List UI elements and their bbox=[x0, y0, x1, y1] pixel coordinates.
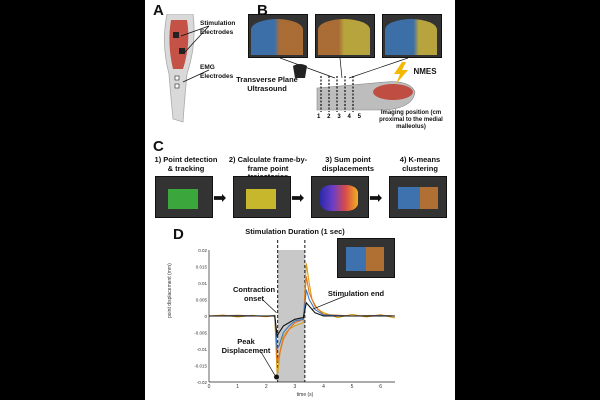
position-5: 5 bbox=[357, 114, 361, 120]
x-tick-label: 0 bbox=[208, 384, 211, 390]
peak-displacement-label: Peak Displacement bbox=[221, 337, 271, 355]
y-tick-label: -0.02 bbox=[197, 380, 208, 385]
displacement-plot: 0 1 2 3 4 5 6 0.02 0.015 0.01 0.005 0 -0.005 -0.01 -0.… bbox=[194, 240, 396, 390]
position-numbers: 1 2 3 4 5 bbox=[317, 114, 361, 120]
y-tick-label: -0.005 bbox=[194, 330, 207, 335]
b-connector-lines bbox=[280, 57, 409, 79]
stim-duration-label: Stimulation Duration (1 sec) bbox=[245, 227, 345, 236]
panel-b-label: B bbox=[257, 2, 268, 19]
y-tick-label: 0.02 bbox=[198, 248, 207, 253]
step-3-label: 3) Sum point displacements bbox=[321, 155, 375, 173]
x-axis-label: time (s) bbox=[296, 392, 314, 398]
step-4-label: 4) K-means clustering bbox=[399, 155, 441, 173]
lower-leg-diagram bbox=[316, 76, 416, 112]
y-tick-label: 0 bbox=[204, 314, 207, 319]
plot-ticks: 0 1 2 3 4 5 6 0.02 0.015 0.01 0.005 0 -0.005 -0.01 -0.… bbox=[194, 248, 382, 390]
ultrasound-image-2 bbox=[315, 14, 375, 58]
step-3-image bbox=[311, 176, 369, 218]
position-1: 1 bbox=[317, 114, 321, 120]
arrow-icon-2: ➡ bbox=[291, 190, 305, 207]
y-tick-label: -0.015 bbox=[194, 363, 207, 368]
figure: A Stimulation Electrodes EMG Electrodes … bbox=[145, 0, 455, 400]
x-tick-label: 1 bbox=[236, 384, 239, 390]
peak-pointer bbox=[260, 351, 277, 378]
x-tick-label: 3 bbox=[293, 384, 296, 390]
panel-d-label: D bbox=[173, 226, 184, 243]
x-tick-label: 6 bbox=[379, 384, 382, 390]
emg-electrodes-label: EMG Electrodes bbox=[200, 64, 234, 80]
arrow-icon-1: ➡ bbox=[213, 190, 227, 207]
panel-c-label: C bbox=[153, 138, 164, 155]
ultrasound-probe-icon bbox=[293, 64, 307, 78]
ultrasound-image-1 bbox=[248, 14, 308, 58]
stimulation-shade bbox=[277, 250, 305, 382]
y-tick-label: 0.005 bbox=[196, 297, 208, 302]
y-tick-label: 0.015 bbox=[196, 264, 208, 269]
series-line-3 bbox=[209, 301, 395, 338]
stimulation-end-label: Stimulation end bbox=[327, 289, 385, 298]
clustered-ultrasound-image bbox=[337, 238, 395, 278]
y-tick-label: 0.01 bbox=[198, 281, 207, 286]
a-pointer-lines bbox=[180, 25, 210, 83]
lightning-icon bbox=[394, 62, 408, 84]
contraction-pointer bbox=[262, 299, 277, 313]
step-2-image bbox=[233, 176, 291, 218]
arrow-icon-3: ➡ bbox=[369, 190, 383, 207]
plot-axes bbox=[208, 240, 395, 383]
contraction-onset-label: Contraction onset bbox=[232, 285, 276, 303]
step-4-image bbox=[389, 176, 447, 218]
stim-electrodes-label: Stimulation Electrodes bbox=[200, 20, 236, 36]
panel-a-label: A bbox=[153, 2, 164, 19]
y-axis-label: point displacement (mm) bbox=[167, 263, 173, 318]
x-tick-label: 4 bbox=[322, 384, 325, 390]
position-2: 2 bbox=[327, 114, 331, 120]
nmes-label: NMES bbox=[413, 67, 437, 76]
x-tick-label: 5 bbox=[351, 384, 354, 390]
x-tick-label: 2 bbox=[265, 384, 268, 390]
imaging-position-label: Imaging position (cm proximal to the med… bbox=[379, 110, 443, 130]
position-4: 4 bbox=[347, 114, 351, 120]
leg-illustration bbox=[164, 14, 195, 123]
stim-end-pointer bbox=[311, 295, 346, 310]
transverse-plane-label: Transverse Plane Ultrasound bbox=[236, 75, 298, 93]
position-3: 3 bbox=[337, 114, 341, 120]
step-1-label: 1) Point detection & tracking bbox=[154, 155, 218, 173]
y-tick-label: -0.01 bbox=[197, 347, 208, 352]
ultrasound-image-3 bbox=[382, 14, 442, 58]
step-1-image bbox=[155, 176, 213, 218]
plot-series bbox=[208, 263, 396, 380]
